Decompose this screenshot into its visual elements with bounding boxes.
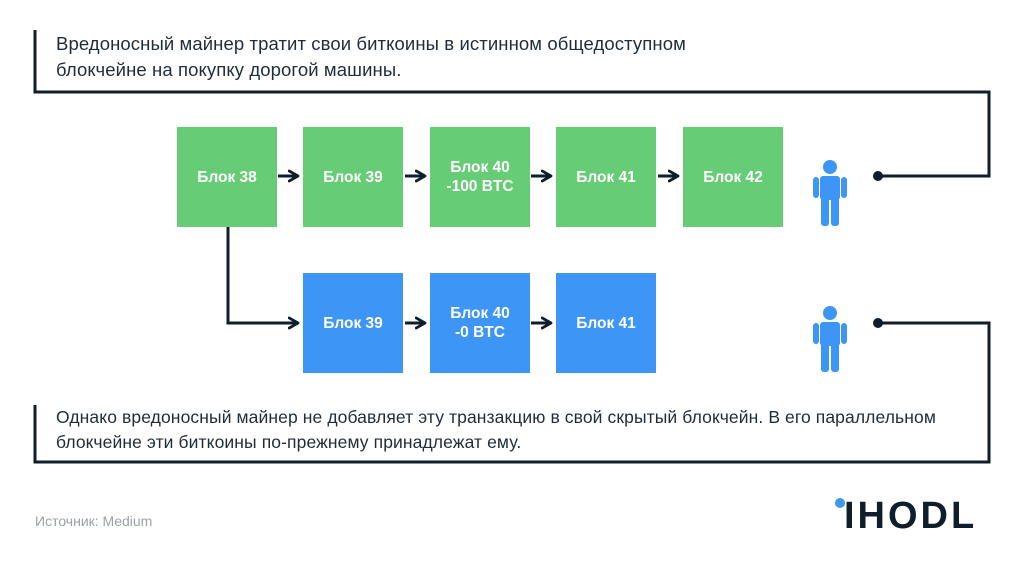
hidden-block-40: Блок 40 -0 BTC (430, 273, 530, 373)
logo-wordmark: IHODL (844, 495, 977, 534)
fork-line (226, 226, 298, 323)
person-icon (813, 306, 847, 372)
public-block-40: Блок 40 -100 BTC (430, 127, 530, 227)
bottom-callout-line (33, 321, 991, 464)
top-callout-line (33, 30, 991, 178)
public-block-39: Блок 39 (303, 127, 403, 227)
top-caption: Вредоносный майнер тратит свои биткоины … (56, 33, 686, 80)
public-block-38: Блок 38 (177, 127, 277, 227)
public-block-41: Блок 41 (556, 127, 656, 227)
public-block-42: Блок 42 (683, 127, 783, 227)
bottom-connector-dot (873, 318, 883, 328)
top-connector-dot (873, 171, 883, 181)
ihodl-logo: IHODL (835, 495, 977, 534)
hidden-block-41: Блок 41 (556, 273, 656, 373)
source-note: Источник: Medium (35, 513, 153, 529)
person-icon (813, 160, 847, 226)
bottom-caption: Однако вредоносный майнер не добавляет э… (56, 407, 936, 452)
logo-dot (835, 498, 845, 508)
hidden-block-39: Блок 39 (303, 273, 403, 373)
